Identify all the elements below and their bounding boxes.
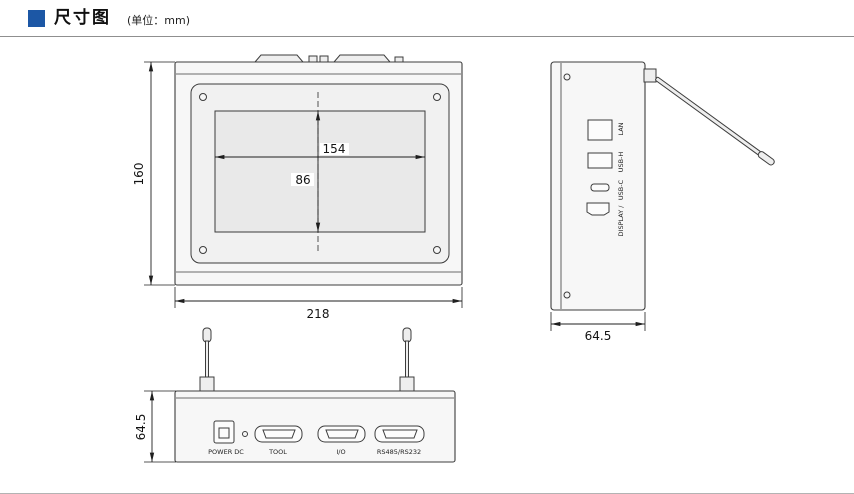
dim-218-label: 218 [307, 307, 330, 321]
antenna-left [199, 327, 215, 393]
display-screen-area [214, 110, 426, 233]
dim-160-label: 160 [132, 163, 146, 186]
bottom-enclosure [174, 390, 456, 463]
screw-icon [199, 93, 207, 101]
usb-h-port-label: USB-H [617, 152, 625, 173]
rs485-rs232-connector [374, 425, 425, 443]
usb-c-port [590, 183, 610, 192]
unit-label: (单位：mm) [127, 14, 191, 27]
dim-overall-width: 218 [174, 287, 463, 321]
dim-154-label: 154 [323, 142, 346, 156]
io-connector [317, 425, 366, 443]
power-dc-connector [213, 420, 235, 444]
tool-label: TOOL [268, 448, 287, 456]
page-title: 尺寸图 [54, 8, 111, 28]
side-view: LAN USB-H USB-C DISPLAY / 64.5 [550, 61, 775, 343]
dim-86-label: 86 [295, 173, 310, 187]
screw-icon [563, 73, 571, 81]
screw-icon [433, 246, 441, 254]
lan-port [587, 119, 613, 141]
antenna-right [399, 327, 415, 393]
dim-side-depth: 64.5 [550, 312, 646, 343]
dim-bottom-height: 64.5 [134, 390, 176, 463]
display-port-label: DISPLAY / [617, 205, 625, 237]
dim-overall-height: 160 [132, 61, 175, 286]
power-dc-label: POWER DC [208, 448, 244, 456]
antenna-side [643, 68, 775, 166]
lan-port-label: LAN [617, 122, 625, 135]
title-marker-square [28, 10, 45, 27]
rs485-rs232-label: RS485/RS232 [377, 448, 421, 456]
dim-screen-height: 86 [291, 111, 321, 232]
display-port [586, 202, 610, 216]
dim-bottom-64-5-label: 64.5 [134, 414, 148, 441]
header-divider [0, 36, 854, 37]
mounting-hole [242, 431, 248, 437]
page-header: 尺寸图 (单位：mm) [28, 9, 190, 28]
top-connectors [253, 54, 404, 63]
front-view: 154 86 160 218 [132, 54, 463, 321]
screw-icon [563, 291, 571, 299]
usb-h-port [587, 152, 613, 169]
tool-connector [254, 425, 303, 443]
io-label: I/O [336, 448, 345, 456]
bottom-view: POWER DC TOOL I/O RS485/RS232 64.5 [134, 327, 456, 463]
usb-c-port-label: USB-C [617, 179, 625, 200]
screw-icon [199, 246, 207, 254]
dim-side-64-5-label: 64.5 [585, 329, 612, 343]
screw-icon [433, 93, 441, 101]
